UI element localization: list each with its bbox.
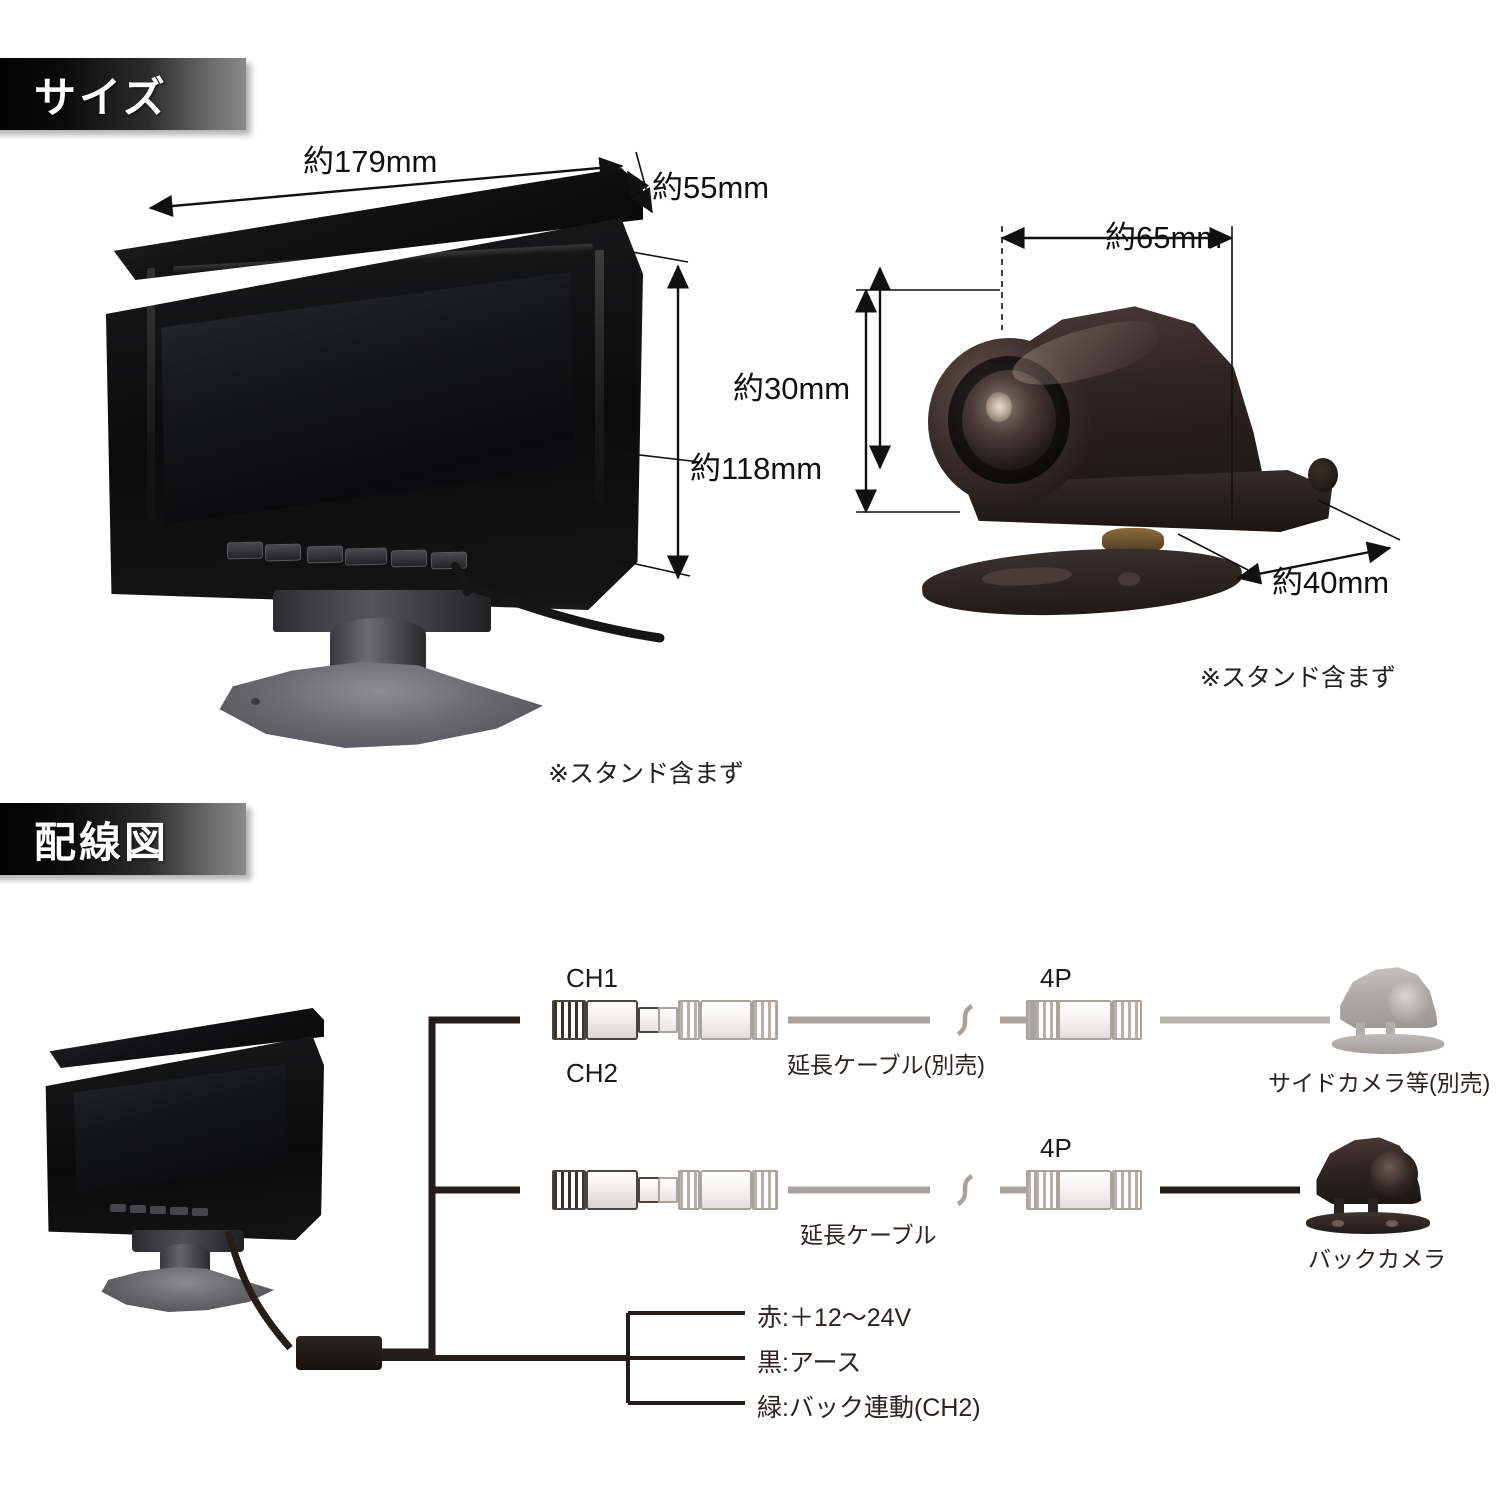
monitor-stand-note: ※スタンド含まず xyxy=(548,760,744,788)
section-header-wiring-label: 配線図 xyxy=(34,818,170,866)
camera-connector-nub xyxy=(1308,458,1338,492)
monitor-base-screw-hole xyxy=(251,698,260,705)
ch1-4p-label: 4P xyxy=(1040,963,1072,993)
ch1-extension-plug-left-tip xyxy=(658,1007,678,1033)
monitor-panel-height-label: 約30mm xyxy=(733,371,851,406)
ch1-4p-plug-barrel xyxy=(1058,1000,1112,1040)
ch1-extension-plug-left-ribbed2 xyxy=(752,1000,778,1040)
wiring-back-camera-bracket-hole-1 xyxy=(1332,1220,1344,1227)
monitor-bezel-highlight-left xyxy=(147,267,155,519)
monitor-button-4[interactable] xyxy=(344,547,388,566)
ch1-monitor-plug-tip xyxy=(638,1007,660,1033)
wiring-back-camera-leg-2 xyxy=(1368,1198,1378,1218)
ch2-4p-label: 4P xyxy=(1040,1133,1072,1163)
wiring-back-camera-lens xyxy=(1370,1150,1418,1198)
power-wire-label-1: 黒:アース xyxy=(757,1349,862,1377)
monitor-button-6[interactable] xyxy=(430,551,468,570)
monitor-button-5[interactable] xyxy=(390,549,428,568)
monitor-button-2[interactable] xyxy=(264,543,302,562)
ch2-4p-plug-ribbed xyxy=(1034,1170,1058,1210)
wiring-monitor-base xyxy=(101,1266,274,1312)
wiring-back-camera xyxy=(1288,1132,1458,1234)
wiring-back-camera-leg-1 xyxy=(1334,1198,1344,1218)
wiring-side-camera-bracket xyxy=(1332,1034,1444,1054)
camera-mount-bracket xyxy=(920,541,1244,623)
ch2-extension-plug-left-tip xyxy=(658,1177,678,1203)
ch2-extension-plug-left-barrel xyxy=(700,1170,752,1210)
wiring-monitor-button-4 xyxy=(170,1207,188,1215)
monitor-button-1[interactable] xyxy=(226,541,264,560)
monitor-illustration xyxy=(95,150,655,748)
ch2-4p-plug-barrel xyxy=(1058,1170,1112,1210)
ch1-4p-plug xyxy=(1034,1000,1142,1040)
ch1-4p-plug-ribbed2 xyxy=(1112,1000,1142,1040)
ch2-monitor-plug-barrel xyxy=(586,1170,638,1210)
ch2-label: CH2 xyxy=(566,1058,619,1088)
wiring-junction-box xyxy=(296,1336,382,1370)
monitor-total-height-label: 約118mm xyxy=(690,451,823,486)
camera-lens-reflection xyxy=(986,392,1012,422)
ch1-monitor-plug xyxy=(552,1000,660,1040)
wiring-monitor-button-5 xyxy=(192,1208,208,1216)
side-camera-label: サイドカメラ等(別売) xyxy=(1268,1070,1491,1096)
monitor-depth-label: 約55mm xyxy=(652,170,770,205)
wiring-back-camera-bracket xyxy=(1306,1212,1430,1234)
ch1-4p-plug-ribbed xyxy=(1034,1000,1058,1040)
wiring-back-camera-bracket-hole-2 xyxy=(1386,1220,1398,1227)
ch1-extension-plug-left-barrel xyxy=(700,1000,752,1040)
section-header-size: サイズ xyxy=(0,58,246,130)
ch2-extension-cable-label: 延長ケーブル xyxy=(800,1222,937,1248)
back-camera-label: バックカメラ xyxy=(1308,1246,1446,1272)
wiring-monitor-neck xyxy=(132,1230,244,1252)
ch2-monitor-plug-tip xyxy=(638,1177,660,1203)
ch1-extension-plug-left xyxy=(658,1000,778,1040)
wiring-side-camera-leg-2 xyxy=(1386,1022,1395,1040)
ch2-4p-plug xyxy=(1034,1170,1142,1210)
wiring-side-camera xyxy=(1310,962,1470,1054)
wiring-monitor-button-2 xyxy=(130,1205,146,1213)
camera-lens-glass xyxy=(962,370,1056,470)
monitor-width-label: 約179mm xyxy=(303,144,438,179)
ch1-4p-tip xyxy=(1030,1000,1034,1040)
ch1-extension-cable-label: 延長ケーブル(別売) xyxy=(787,1052,985,1078)
ch2-monitor-plug-ribbed xyxy=(552,1170,586,1210)
wiring-side-camera-leg-1 xyxy=(1356,1022,1365,1040)
ch2-4p-plug-ribbed2 xyxy=(1112,1170,1142,1210)
power-wire-label-2: 緑:バック連動(CH2) xyxy=(757,1394,981,1422)
ch1-4p-connector xyxy=(1030,1000,1034,1040)
ch2-extension-plug-left xyxy=(658,1170,778,1210)
camera-depth-label: 約40mm xyxy=(1272,565,1390,600)
wiring-monitor xyxy=(40,1000,330,1312)
ch1-label: CH1 xyxy=(566,963,619,993)
monitor-bezel-highlight-right xyxy=(595,249,604,501)
wiring-monitor-button-1 xyxy=(110,1204,126,1212)
wiring-side-camera-lens xyxy=(1388,980,1432,1024)
monitor-button-3[interactable] xyxy=(306,545,344,564)
ch2-monitor-plug xyxy=(552,1170,660,1210)
ch2-extension-plug-left-ribbed2 xyxy=(752,1170,778,1210)
camera-stand-note: ※スタンド含まず xyxy=(1200,664,1396,692)
ch2-extension-plug-left-ribbed xyxy=(678,1170,700,1210)
ch1-monitor-plug-barrel xyxy=(586,1000,638,1040)
section-header-wiring: 配線図 xyxy=(0,803,246,875)
camera-length-label: 約65mm xyxy=(1105,220,1223,255)
camera-illustration xyxy=(890,280,1360,630)
section-header-size-label: サイズ xyxy=(34,73,168,121)
wiring-monitor-button-3 xyxy=(150,1206,166,1214)
ch1-monitor-plug-ribbed xyxy=(552,1000,586,1040)
ch1-extension-plug-left-ribbed xyxy=(678,1000,700,1040)
power-wire-label-0: 赤:＋12～24V xyxy=(757,1304,912,1332)
monitor-stand-base xyxy=(219,661,543,748)
